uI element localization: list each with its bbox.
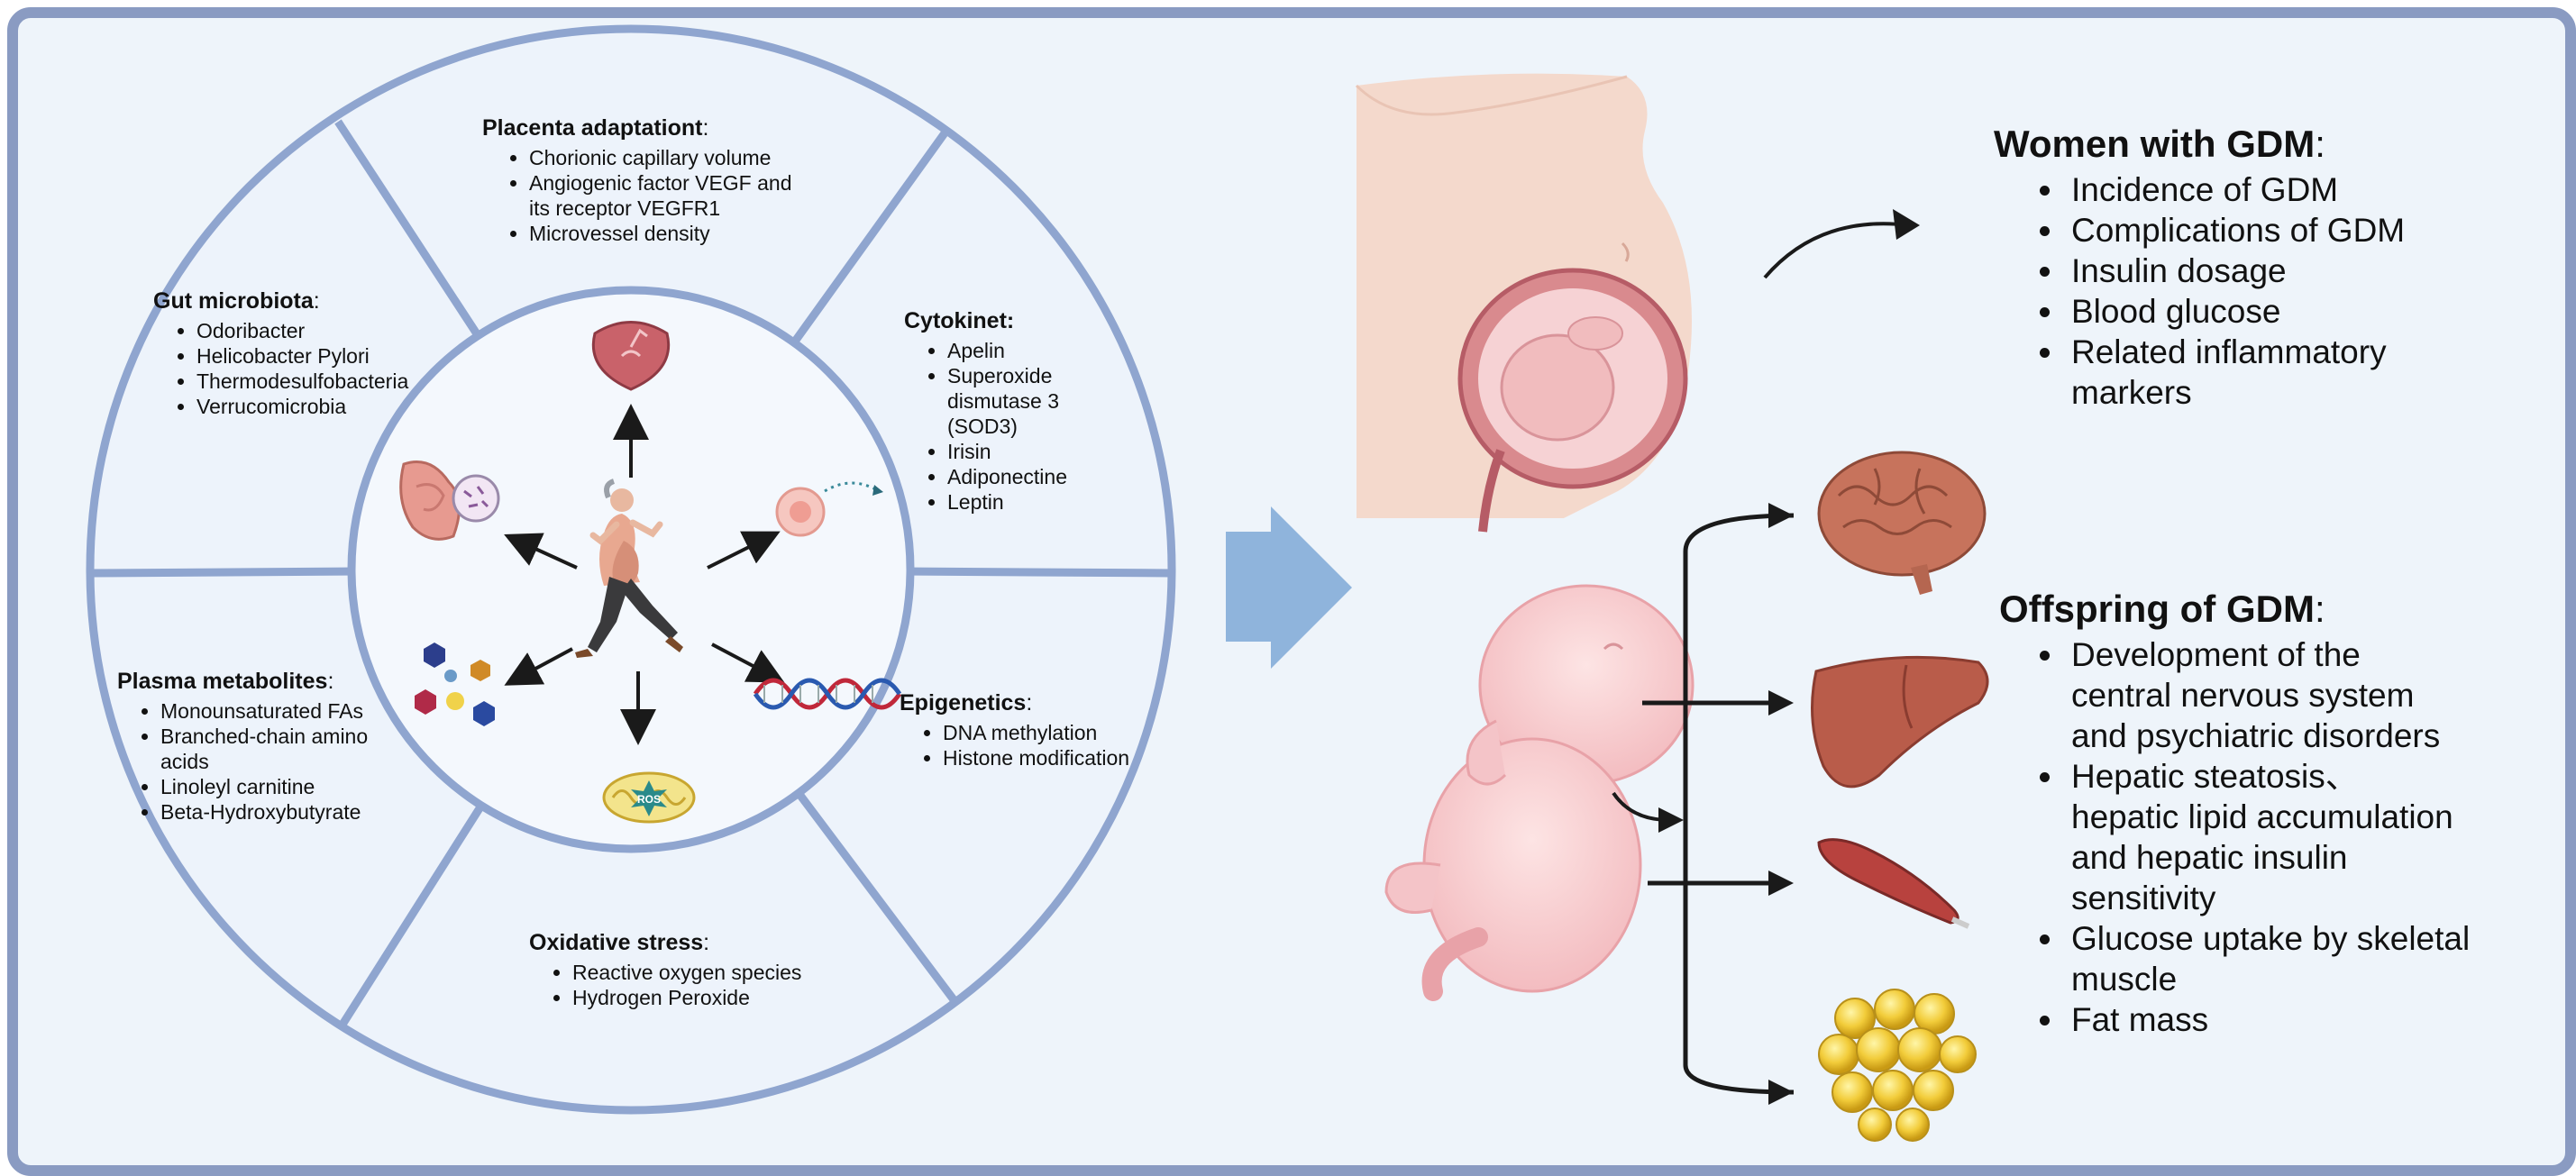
runner-woman-icon: [575, 479, 683, 658]
gut-block: Gut microbiota: Odoribacter Helicobacter…: [153, 288, 408, 419]
liver-icon: [1811, 655, 1989, 789]
metabolite-hexagons-icon: [415, 643, 495, 726]
organ-bracket: [1642, 513, 1795, 1095]
women-title: Women with GDM: [1994, 123, 2316, 165]
cytokinet-item: Irisin: [947, 439, 1067, 464]
hub-arrows: [504, 404, 785, 745]
cytokinet-item: Adiponectine: [947, 464, 1067, 489]
epigenetics-block: Epigenetics: DNA methylation Histone mod…: [900, 690, 1129, 770]
offspring-block: Offspring of GDM: Development of the cen…: [1999, 588, 2470, 1040]
fetus-arrow-head: [1658, 807, 1684, 833]
gut-item: Verrucomicrobia: [196, 394, 408, 419]
fat-cells-icon: [1818, 989, 1977, 1142]
oxidative-block: Oxidative stress: Reactive oxygen specie…: [529, 930, 801, 1010]
offspring-item: and psychiatric disorders: [2071, 717, 2441, 754]
cytokinet-item: Leptin: [947, 489, 1067, 515]
plasma-block: Plasma metabolites: Monounsaturated FAs …: [117, 669, 368, 825]
placenta-item: Angiogenic factor VEGF and: [529, 170, 792, 196]
cytokinet-item: Apelin: [947, 338, 1067, 363]
offspring-item: sensitivity: [2071, 880, 2216, 916]
cytokinet-item: Superoxide: [947, 363, 1067, 388]
ros-label: ROS: [637, 793, 661, 806]
placenta-title: Placenta adaptationt: [482, 115, 703, 141]
cytokinet-item: (SOD3): [947, 415, 1018, 438]
big-transition-arrow: [1226, 506, 1352, 669]
plasma-item: Monounsaturated FAs: [160, 698, 368, 724]
offspring-item: muscle: [2071, 961, 2178, 998]
muscle-icon: [1817, 838, 1970, 929]
plasma-title: Plasma metabolites: [117, 669, 328, 694]
placenta-icon: [591, 321, 671, 391]
plasma-item: acids: [160, 750, 209, 773]
placenta-item: Microvessel density: [529, 221, 792, 246]
mitochondria-ros-icon: ROS: [602, 771, 696, 824]
offspring-item: central nervous system: [2071, 677, 2415, 714]
women-item: Incidence of GDM: [2066, 169, 2405, 210]
plasma-item: Branched-chain amino: [160, 724, 368, 749]
offspring-item: Glucose uptake by skeletal: [2066, 918, 2470, 959]
women-item: Complications of GDM: [2066, 210, 2405, 251]
oxidative-item: Reactive oxygen species: [572, 960, 801, 985]
cytokinet-title: Cytokinet:: [904, 308, 1015, 333]
women-item: Insulin dosage: [2066, 251, 2405, 291]
offspring-item: Fat mass: [2066, 999, 2470, 1040]
offspring-item: and hepatic insulin: [2071, 839, 2348, 876]
oxidative-title: Oxidative stress: [529, 930, 704, 955]
cytokine-cell-icon: [775, 481, 883, 537]
brain-icon: [1817, 451, 1987, 595]
offspring-item: Hepatic steatosis、: [2066, 756, 2470, 797]
fetus-icon: [1384, 584, 1694, 1001]
plasma-item: Linoleyl carnitine: [160, 774, 368, 799]
oxidative-item: Hydrogen Peroxide: [572, 985, 801, 1010]
epigenetics-item: Histone modification: [943, 745, 1129, 770]
organ-arrow-heads: [1768, 503, 1794, 1105]
pregnant-woman-icon: [1355, 73, 1692, 533]
epigenetics-title: Epigenetics: [900, 690, 1027, 716]
placenta-item: its receptor VEGFR1: [529, 196, 721, 220]
women-item: Blood glucose: [2066, 291, 2405, 332]
women-item: markers: [2071, 374, 2192, 411]
gut-title: Gut microbiota: [153, 288, 314, 314]
dna-helix-icon: [753, 678, 902, 710]
gut-intestine-icon: [399, 460, 500, 541]
epigenetics-item: DNA methylation: [943, 720, 1129, 745]
gut-item: Thermodesulfobacteria: [196, 369, 408, 394]
women-block: Women with GDM: Incidence of GDM Complic…: [1994, 123, 2405, 413]
offspring-item: Development of the: [2066, 634, 2470, 675]
offspring-item: hepatic lipid accumulation: [2071, 798, 2453, 835]
offspring-title: Offspring of GDM: [1999, 588, 2315, 630]
plasma-item: Beta-Hydroxybutyrate: [160, 799, 368, 825]
cytokinet-item: dismutase 3: [947, 389, 1060, 413]
placenta-block: Placenta adaptationt: Chorionic capillar…: [482, 115, 792, 246]
women-curved-arrow: [1763, 222, 1910, 279]
women-arrow-head: [1893, 209, 1920, 240]
cytokinet-block: Cytokinet: Apelin Superoxide dismutase 3…: [904, 308, 1067, 515]
gut-item: Odoribacter: [196, 318, 408, 343]
women-item: Related inflammatory: [2066, 332, 2405, 372]
gut-item: Helicobacter Pylori: [196, 343, 408, 369]
placenta-item: Chorionic capillary volume: [529, 145, 792, 170]
